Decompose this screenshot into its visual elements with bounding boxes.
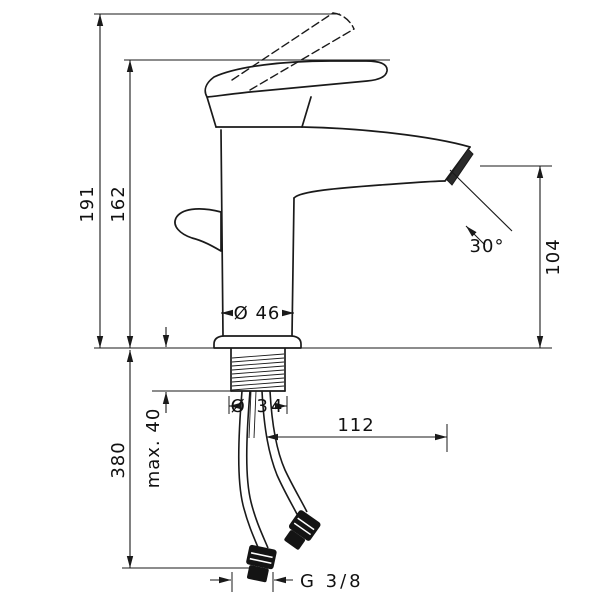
dim-label-body-diameter: Ø 46: [234, 303, 281, 324]
dim-label-spout-angle: 30°: [470, 236, 505, 257]
dim-label-outlet-height: 104: [543, 238, 564, 275]
faucet-body: [206, 96, 474, 337]
side-lever: [174, 208, 222, 252]
faucet-outline: [174, 12, 474, 583]
lever-raised-position: [231, 12, 355, 91]
dimension-lines: [96, 14, 544, 584]
dim-label-spout-reach: 112: [337, 415, 374, 436]
hose-connector: [284, 510, 321, 550]
dim-label-handle-height: 162: [108, 185, 129, 222]
supply-hoses: [237, 390, 321, 583]
dim-label-shank-diameter: Ø 34: [231, 396, 286, 417]
mixer-lever: [204, 60, 388, 98]
dim-label-max-mounting: max. 40: [143, 408, 164, 489]
hose-connector: [246, 544, 277, 583]
faucet-base: [213, 335, 302, 349]
aerator: [446, 148, 474, 186]
dim-label-connection-thread: G 3/8: [300, 571, 364, 592]
dimension-labels: 191 162 104 380 max. 40 Ø 46 Ø 34 112 30…: [77, 185, 564, 592]
extension-lines: [94, 13, 552, 592]
dim-label-overall-height: 191: [77, 185, 98, 222]
dim-label-hose-length: 380: [108, 441, 129, 478]
threaded-shank: [230, 347, 286, 392]
